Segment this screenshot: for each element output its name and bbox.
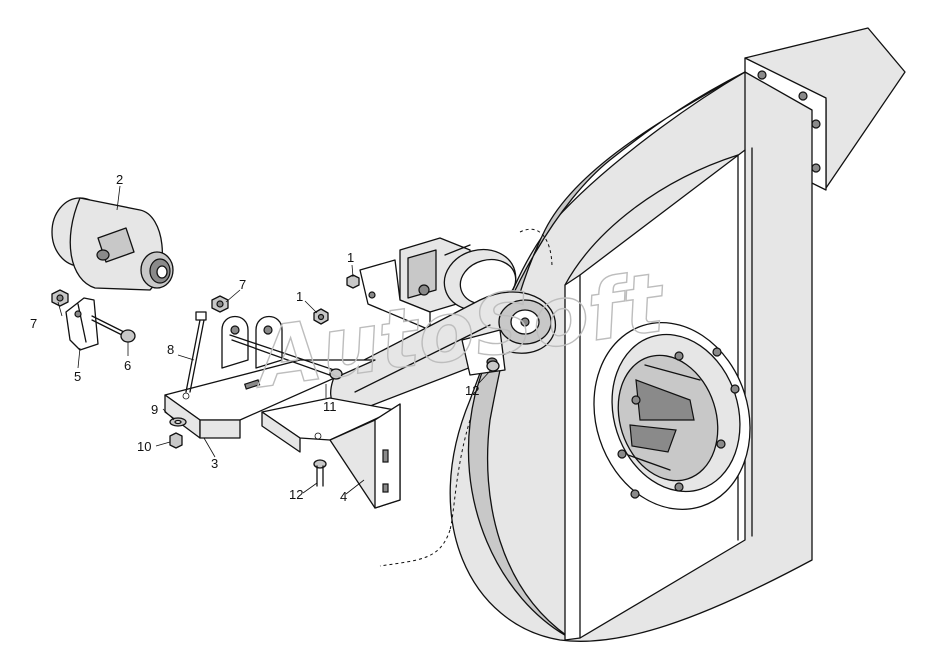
callout-3: 3	[211, 456, 218, 471]
mounting-bracket-4	[261, 397, 401, 509]
inlet-bolt	[716, 439, 726, 449]
washer-9	[169, 417, 187, 427]
callout-9: 9	[151, 402, 158, 417]
callout-4: 4	[340, 489, 347, 504]
pump-bracket	[359, 259, 431, 331]
blower-housing	[379, 27, 906, 642]
flange-bolt	[811, 163, 821, 173]
mounting-bracket-3	[164, 315, 376, 439]
hidden-outline	[379, 529, 451, 567]
leader-lines	[57, 185, 492, 495]
nut-10	[169, 432, 183, 449]
inlet-opening	[593, 321, 751, 511]
callout-12-right: 12	[465, 383, 479, 398]
bolt-6	[91, 315, 136, 343]
nut-7-right	[211, 295, 229, 313]
pump-port	[418, 284, 430, 296]
callout-1-top: 1	[347, 250, 354, 265]
callout-6: 6	[124, 358, 131, 373]
callout-11: 11	[323, 399, 337, 414]
inlet-bolt	[674, 351, 684, 361]
callout-5: 5	[74, 369, 81, 384]
callout-12-left: 12	[289, 487, 303, 502]
nut-1-left	[313, 308, 329, 325]
callout-8: 8	[167, 342, 174, 357]
nut-7-left	[51, 289, 69, 307]
callout-10: 10	[137, 439, 151, 454]
callout-7-right: 7	[239, 277, 246, 292]
bolt-12-right	[486, 360, 500, 372]
inlet-bolt	[617, 449, 627, 459]
bolt-8	[185, 311, 207, 393]
air-filter-2	[51, 197, 174, 291]
callout-7-left: 7	[30, 316, 37, 331]
flange-bolt	[757, 70, 767, 80]
callout-1-left: 1	[296, 289, 303, 304]
inlet-bolt	[630, 489, 640, 499]
bolt-12-left	[313, 459, 327, 487]
callout-2: 2	[116, 172, 123, 187]
inlet-bolt	[674, 482, 684, 492]
inlet-bolt	[712, 347, 722, 357]
flange-bolt	[798, 91, 808, 101]
flange-bolt	[811, 119, 821, 129]
clamp-5	[65, 297, 99, 351]
hidden-outline	[519, 228, 553, 269]
inlet-bolt	[730, 384, 740, 394]
inlet-bolt	[631, 395, 641, 405]
